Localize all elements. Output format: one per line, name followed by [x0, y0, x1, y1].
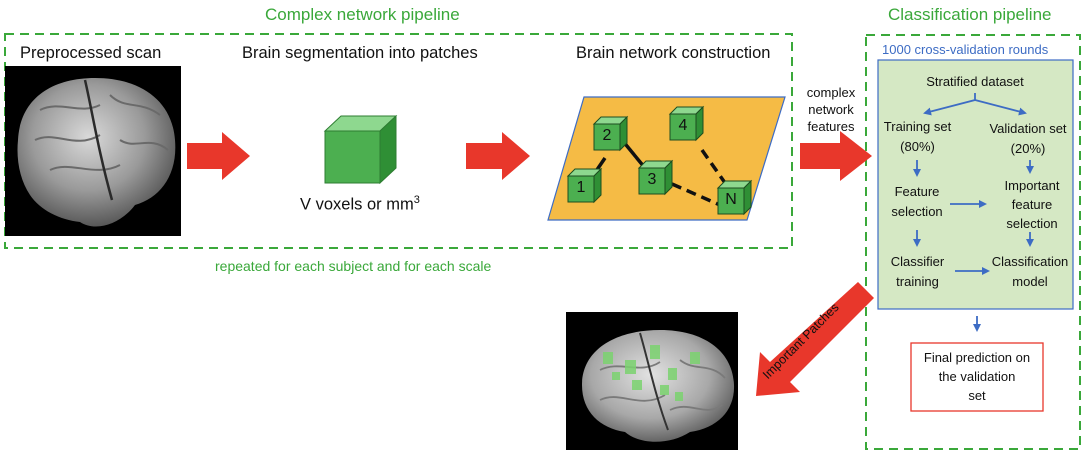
- classification-model-node: Classification model: [986, 252, 1074, 292]
- network-node-n-label: N: [725, 191, 737, 208]
- repeat-footer: repeated for each subject and for each s…: [215, 258, 492, 274]
- final-prediction-box: [910, 342, 1044, 412]
- flow-arrow-2: [466, 132, 530, 180]
- patch-size-caption-sup: 3: [413, 194, 420, 206]
- features-label-line-1: complex: [806, 85, 856, 100]
- training-set-line-2: (80%): [900, 139, 935, 154]
- classifier-training-line-2: training: [896, 274, 939, 289]
- network-node-4-cube: [668, 105, 705, 142]
- stratified-dataset-node: Stratified dataset: [926, 74, 1024, 89]
- validation-set-node: Validation set (20%): [983, 119, 1073, 159]
- complex-pipeline-title: Complex network pipeline: [265, 5, 460, 24]
- final-prediction-line-3: set: [968, 388, 986, 403]
- network-node-2-label: 2: [602, 127, 612, 144]
- important-feature-selection-line-2: feature: [1011, 197, 1053, 212]
- classification-panel: [877, 59, 1074, 310]
- network-node-n-cube: [716, 179, 753, 216]
- training-set-node: Training set (80%): [880, 117, 955, 157]
- patch-size-caption-main: V voxels or mm: [300, 195, 414, 214]
- patch-size-caption: V voxels or mm3: [300, 194, 420, 215]
- classification-model-line-1: Classification: [991, 254, 1069, 269]
- feature-selection-node: Feature selection: [882, 182, 952, 222]
- classification-pipeline-frame: [865, 34, 1081, 450]
- final-prediction-line-2: the validation: [938, 369, 1016, 384]
- important-feature-selection-node: Important feature selection: [992, 176, 1072, 233]
- classification-pipeline-title: Classification pipeline: [888, 5, 1052, 24]
- network-node-3-cube: [637, 159, 674, 196]
- patch-cube: [323, 114, 398, 185]
- flow-arrow-1: [187, 132, 250, 180]
- final-prediction-node: Final prediction on the validation set: [911, 348, 1043, 405]
- network-node-1-cube: [566, 167, 603, 204]
- cross-validation-subtitle: 1000 cross-validation rounds: [882, 42, 1049, 57]
- step-label-brain-segmentation: Brain segmentation into patches: [242, 44, 478, 62]
- features-label: complex network features: [800, 84, 862, 135]
- classification-arrows: [913, 93, 1034, 332]
- classifier-training-node: Classifier training: [880, 252, 955, 292]
- features-label-line-3: features: [807, 119, 855, 134]
- classifier-training-line-1: Classifier: [890, 254, 945, 269]
- network-node-4-label: 4: [678, 117, 688, 134]
- final-prediction-line-1: Final prediction on: [923, 350, 1031, 365]
- classification-model-line-2: model: [1012, 274, 1048, 289]
- network-node-1-label: 1: [576, 179, 586, 196]
- training-set-line-1: Training set: [883, 119, 952, 134]
- important-feature-selection-line-1: Important: [1004, 178, 1060, 193]
- network-node-2-cube: [592, 115, 629, 152]
- important-patches-brain-image: [566, 312, 738, 450]
- validation-set-line-1: Validation set: [989, 121, 1067, 136]
- step-label-network-construction: Brain network construction: [576, 44, 771, 62]
- feature-selection-line-2: selection: [891, 204, 943, 219]
- feature-selection-line-1: Feature: [894, 184, 940, 199]
- features-label-line-2: network: [808, 102, 854, 117]
- network-node-3-label: 3: [647, 171, 657, 188]
- validation-set-line-2: (20%): [1010, 141, 1046, 156]
- preprocessed-scan-image: [5, 66, 181, 236]
- step-label-preprocessed-scan: Preprocessed scan: [20, 44, 162, 62]
- important-patches-arrow: [756, 282, 874, 396]
- flow-arrow-3: [800, 131, 872, 181]
- important-feature-selection-line-3: selection: [1006, 216, 1058, 231]
